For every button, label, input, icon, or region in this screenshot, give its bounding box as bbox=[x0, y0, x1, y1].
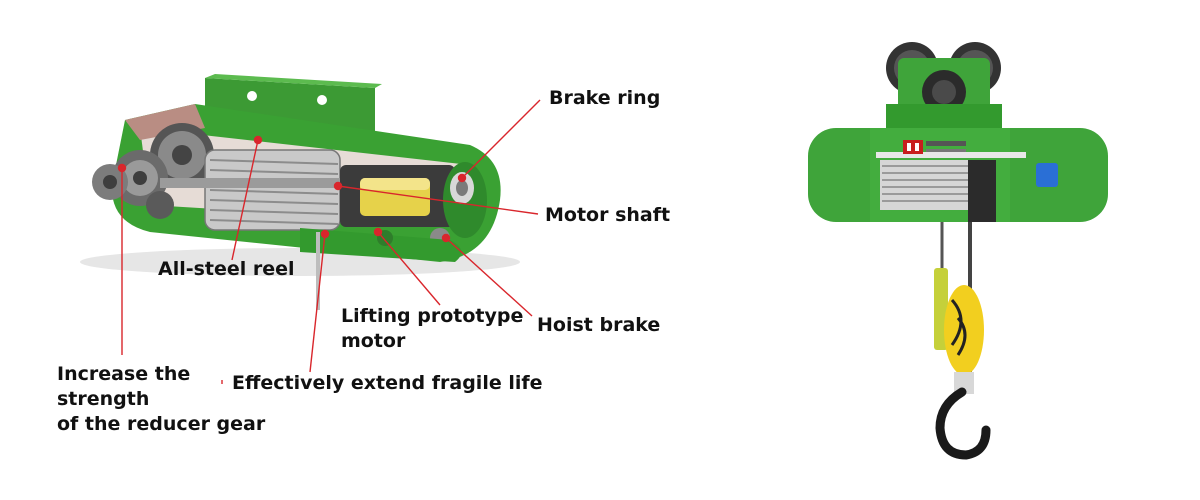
trolley-frame bbox=[886, 58, 1002, 130]
label-all-steel-reel: All-steel reel bbox=[158, 258, 295, 280]
shaft bbox=[160, 178, 480, 188]
label-reducer-gear: Increase the strength of the reducer gea… bbox=[57, 363, 266, 435]
motor-core bbox=[340, 165, 455, 227]
callout-leaders bbox=[117, 99, 541, 384]
label-fragile-life: Effectively extend fragile life bbox=[232, 372, 543, 394]
hook-block bbox=[935, 285, 991, 460]
label-brake-ring: Brake ring bbox=[549, 87, 661, 109]
junction-box bbox=[1036, 163, 1058, 187]
label-motor-shaft: Motor shaft bbox=[545, 204, 671, 226]
label-hoist-brake: Hoist brake bbox=[537, 314, 661, 336]
rope-drum bbox=[204, 149, 341, 231]
label-lifting-motor: Lifting prototype motor bbox=[341, 305, 524, 352]
reducer-gears bbox=[92, 123, 214, 219]
end-cap bbox=[430, 162, 487, 248]
brand-logo-icon bbox=[903, 140, 966, 154]
